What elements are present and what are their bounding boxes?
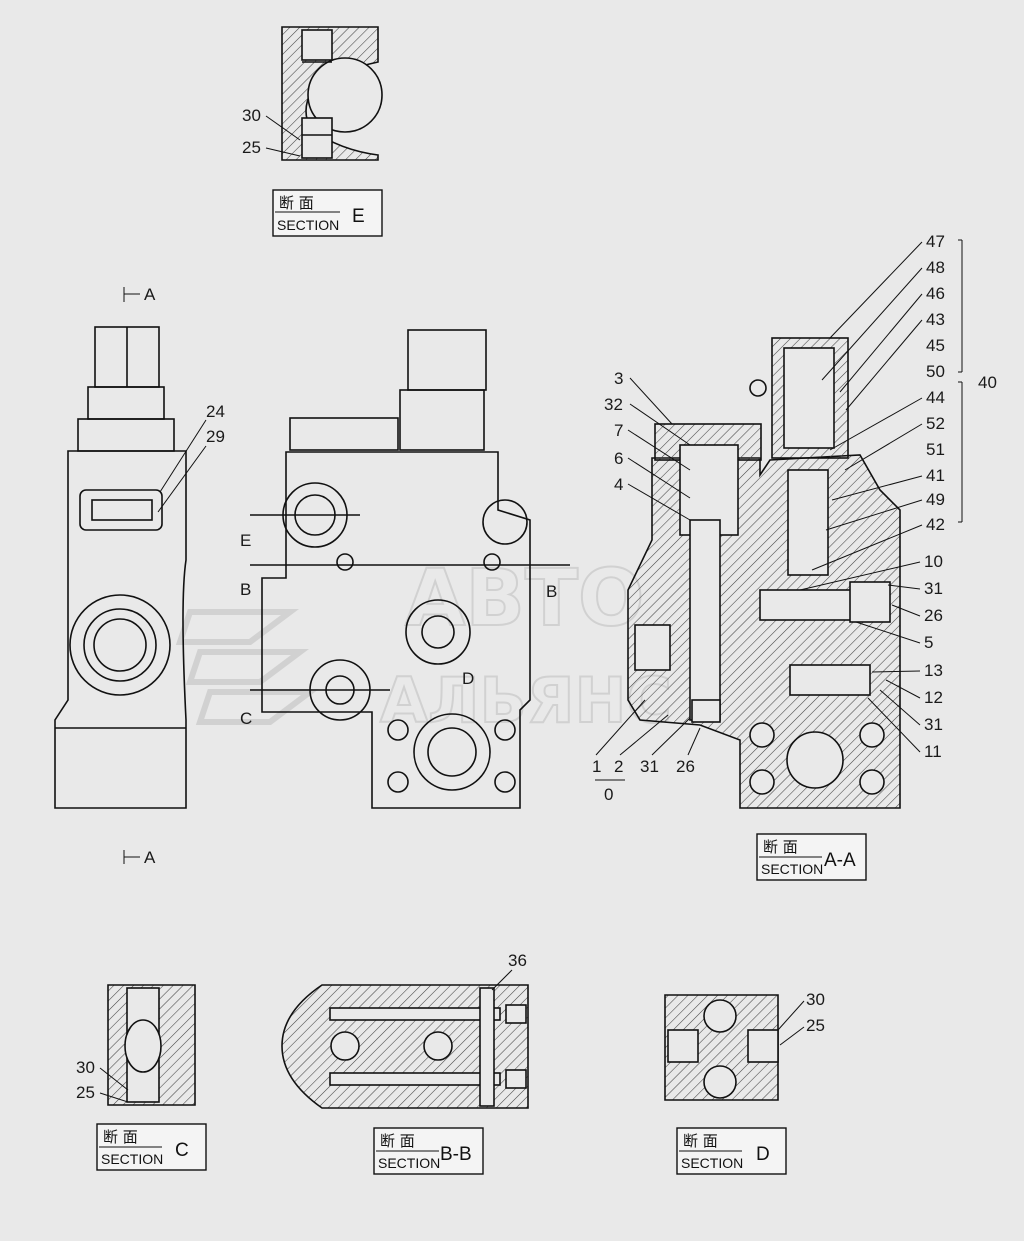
marker-c: C: [240, 709, 252, 728]
section-d-drawing: [664, 994, 779, 1101]
callout-25: 25: [242, 138, 261, 157]
section-bb-jp: 断 面: [380, 1132, 415, 1150]
callout-4: 4: [614, 475, 623, 494]
section-c-callouts: 30 25: [76, 1058, 129, 1103]
callout-50: 50: [926, 362, 945, 381]
section-e-jp: 断 面: [279, 194, 314, 212]
section-aa-box: 断 面 SECTION A-A: [756, 833, 867, 881]
section-e-drawing: [281, 26, 383, 161]
section-bb-en: SECTION: [378, 1155, 440, 1171]
callout-5: 5: [924, 633, 933, 652]
watermark: АВТО АЛЬЯНС: [175, 553, 673, 738]
section-e-box: 断 面 SECTION E: [272, 189, 383, 237]
section-aa-drawing: [627, 337, 901, 809]
callout-2: 2: [614, 757, 623, 776]
callout-d-25: 25: [806, 1016, 825, 1035]
section-bb-id: B-B: [440, 1144, 472, 1165]
left-side-view: [54, 326, 187, 809]
callout-1: 1: [592, 757, 601, 776]
callout-42: 42: [926, 515, 945, 534]
callout-43: 43: [926, 310, 945, 329]
section-e-en: SECTION: [277, 217, 339, 233]
callout-31-a: 31: [924, 579, 943, 598]
callout-48: 48: [926, 258, 945, 277]
section-aa-callouts: 3 32 7 6 4 47 48 46 43 45 50 44 52 51 41…: [592, 232, 997, 804]
callout-26-a: 26: [924, 606, 943, 625]
section-aa-en: SECTION: [761, 861, 823, 877]
section-c-en: SECTION: [101, 1151, 163, 1167]
callout-c-25: 25: [76, 1083, 95, 1102]
callout-26-b: 26: [676, 757, 695, 776]
callout-6: 6: [614, 449, 623, 468]
callout-c-30: 30: [76, 1058, 95, 1077]
callout-41: 41: [926, 466, 945, 485]
section-bb-drawing: [281, 984, 529, 1109]
callout-3: 3: [614, 369, 623, 388]
callout-51: 51: [926, 440, 945, 459]
marker-b-left: B: [240, 580, 251, 599]
section-c-box: 断 面 SECTION C: [96, 1123, 207, 1171]
section-c-drawing: [107, 984, 196, 1106]
callout-31-b: 31: [924, 715, 943, 734]
section-d-en: SECTION: [681, 1155, 743, 1171]
callout-36: 36: [508, 951, 527, 970]
marker-a-bottom: A: [144, 848, 156, 867]
marker-e: E: [240, 531, 251, 550]
section-e-callouts: 30 25: [242, 106, 301, 157]
callout-13: 13: [924, 661, 943, 680]
callout-10: 10: [924, 552, 943, 571]
section-d-callouts: 30 25: [777, 990, 825, 1046]
callout-29: 29: [206, 427, 225, 446]
section-e-id: E: [352, 206, 365, 227]
callout-46: 46: [926, 284, 945, 303]
callout-7: 7: [614, 421, 623, 440]
callout-11: 11: [924, 742, 942, 761]
callout-45: 45: [926, 336, 945, 355]
callout-52: 52: [926, 414, 945, 433]
marker-b-right: B: [546, 582, 557, 601]
callout-0: 0: [604, 785, 613, 804]
callout-24: 24: [206, 402, 225, 421]
section-c-id: C: [175, 1140, 189, 1161]
callout-30: 30: [242, 106, 261, 125]
front-view-markers: E B B C D: [240, 531, 557, 728]
section-bb-box: 断 面 SECTION B-B: [373, 1127, 484, 1175]
section-c-jp: 断 面: [103, 1128, 138, 1146]
marker-d: D: [462, 669, 474, 688]
section-aa-jp: 断 面: [763, 838, 798, 856]
callout-47: 47: [926, 232, 945, 251]
marker-a-top: A: [144, 285, 156, 304]
callout-40: 40: [978, 373, 997, 392]
section-aa-id: A-A: [824, 850, 856, 871]
section-bb-callouts: 36: [491, 951, 527, 991]
watermark-line-1: АВТО: [405, 554, 644, 644]
callout-31-c: 31: [640, 757, 659, 776]
front-view: [250, 329, 570, 809]
section-d-id: D: [756, 1144, 770, 1165]
left-view-callouts: 24 29: [157, 402, 225, 513]
callout-49: 49: [926, 490, 945, 509]
callout-32: 32: [604, 395, 623, 414]
section-a-markers: A A: [123, 285, 156, 867]
section-d-jp: 断 面: [683, 1132, 718, 1150]
watermark-line-2: АЛЬЯНС: [380, 664, 672, 737]
callout-44: 44: [926, 388, 945, 407]
watermark-logo: [175, 609, 319, 725]
callout-12: 12: [924, 688, 943, 707]
section-d-box: 断 面 SECTION D: [676, 1127, 787, 1175]
callout-d-30: 30: [806, 990, 825, 1009]
